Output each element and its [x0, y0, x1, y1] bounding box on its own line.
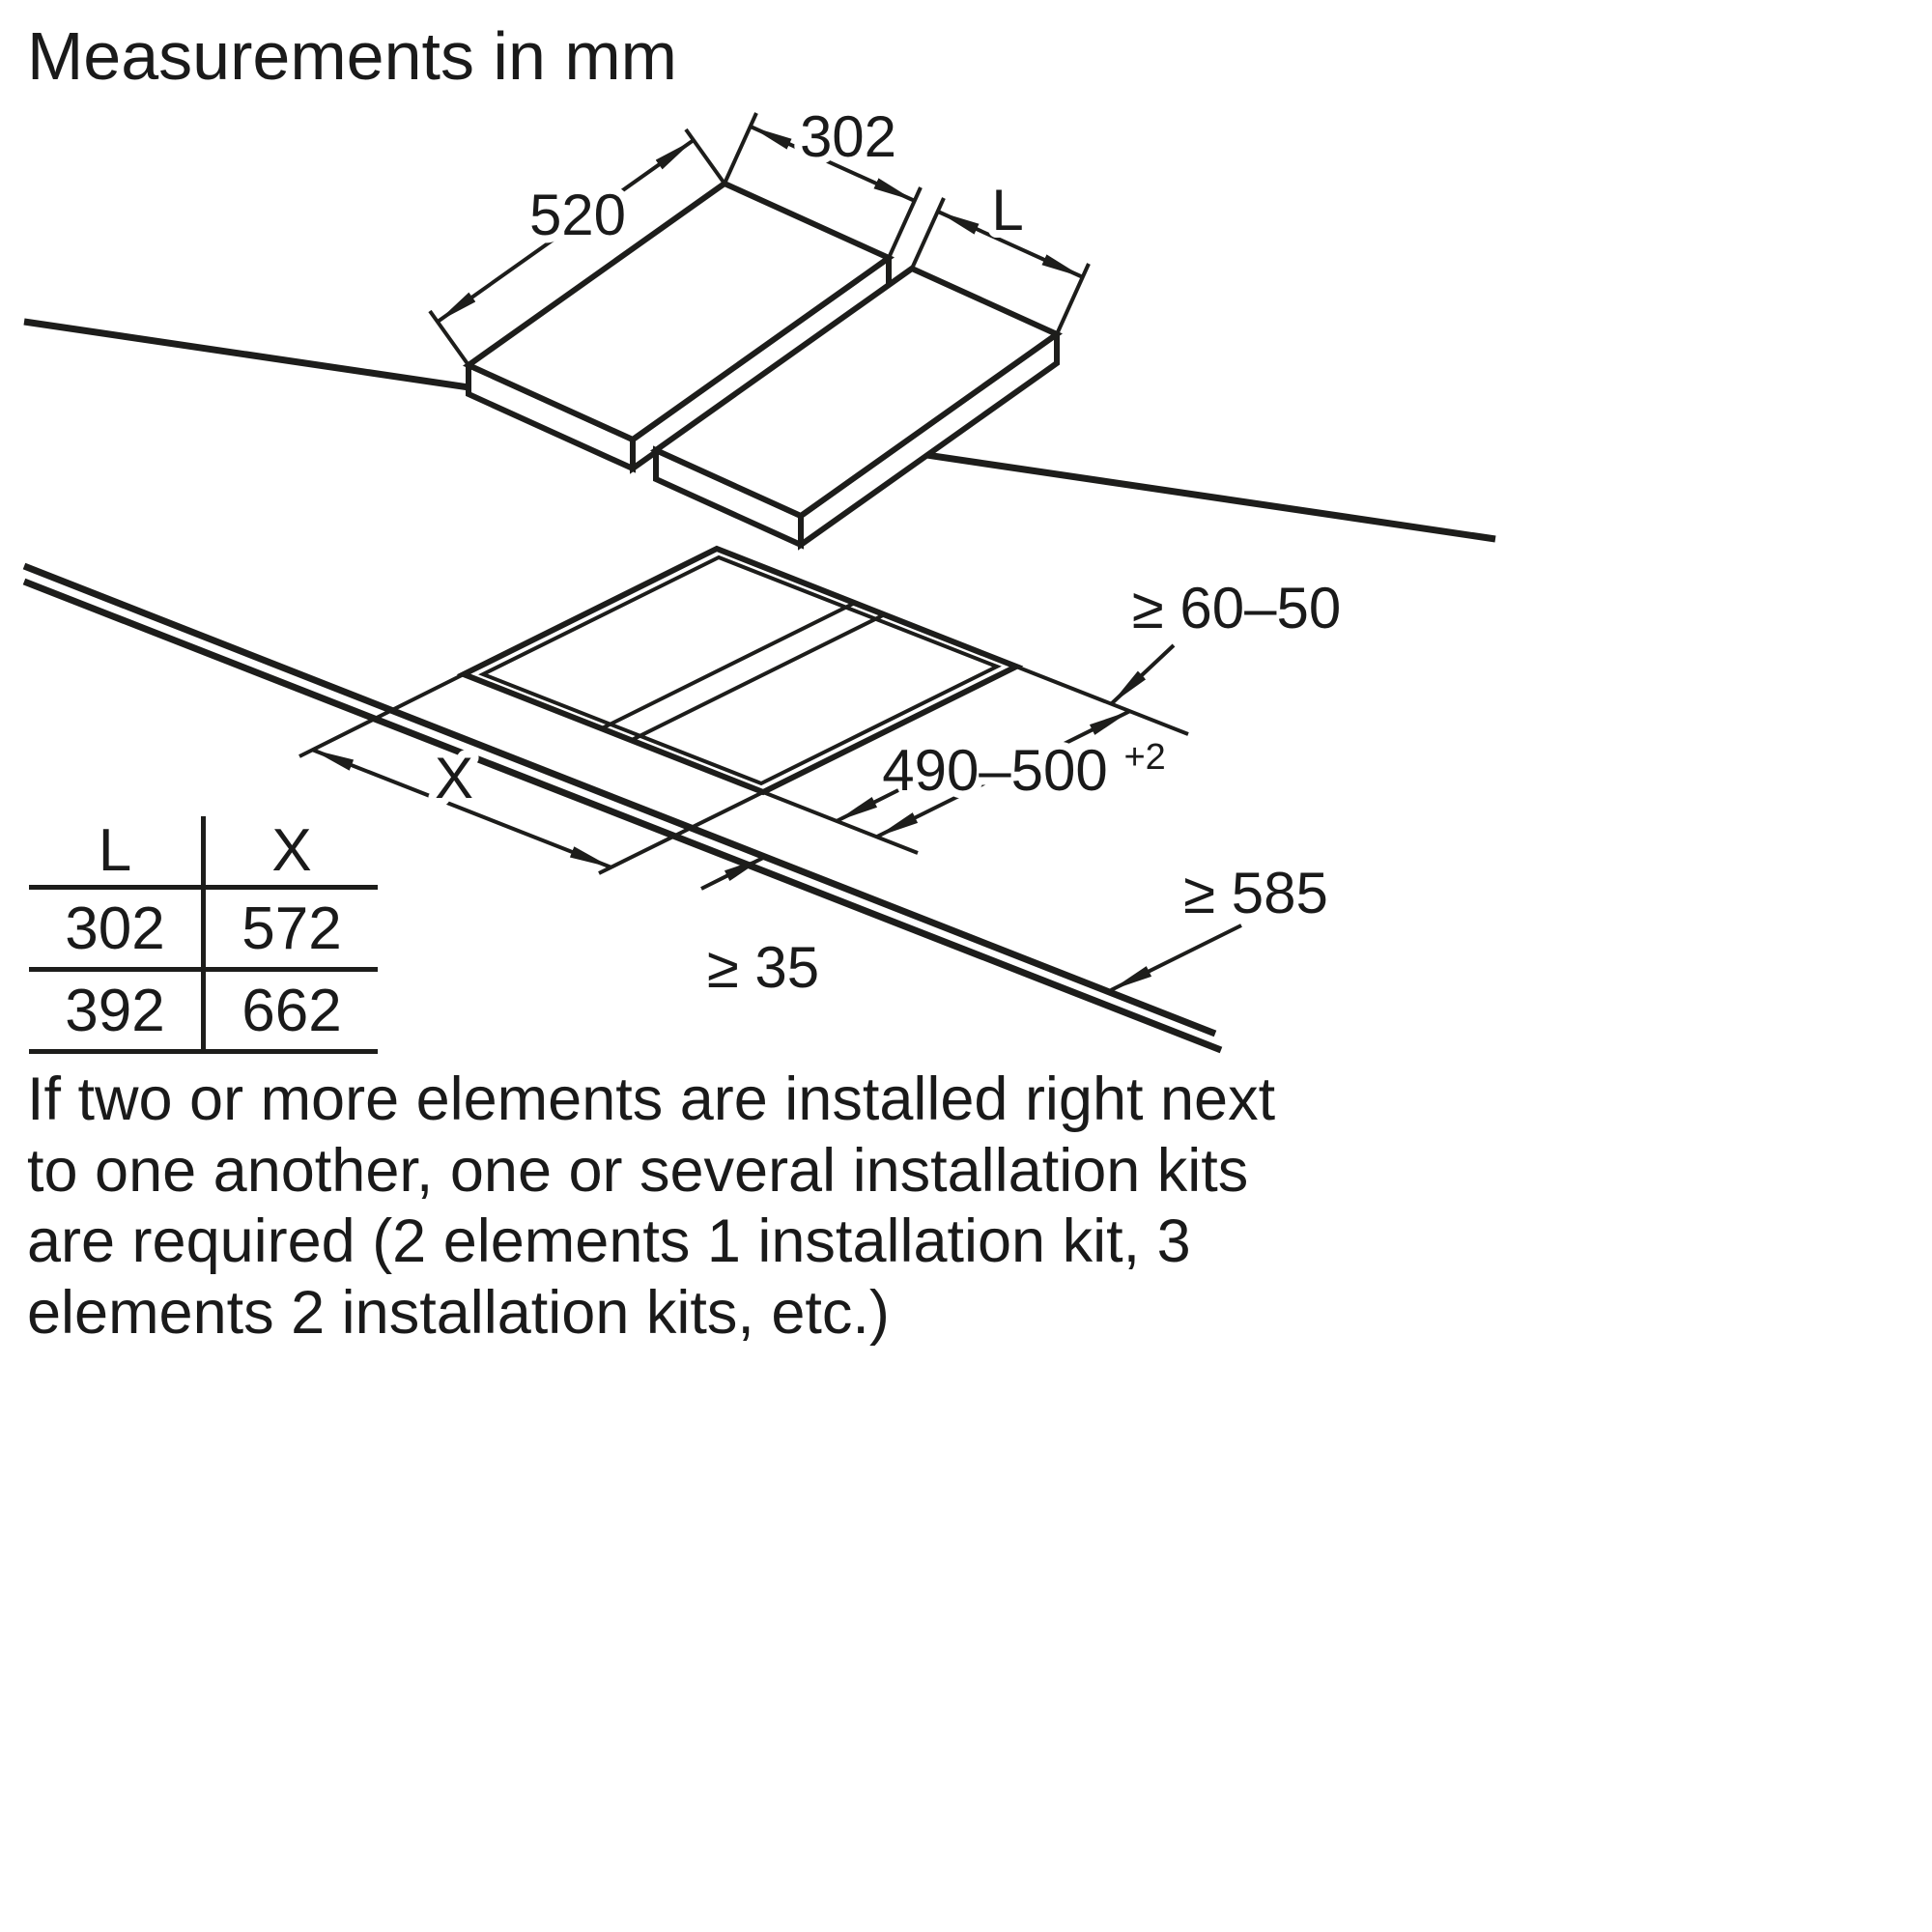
front-depth-label: ≥ 585 — [1183, 861, 1328, 925]
front-clearance-label: ≥ 35 — [707, 935, 819, 1000]
table-cell-l1: 302 — [29, 887, 206, 972]
countertop-cutout — [298, 545, 1189, 875]
table-row: 302 572 — [29, 887, 378, 972]
hob-width-dimension: 302 — [723, 97, 923, 259]
cutout-inner-rim — [478, 554, 1002, 786]
note-line: are required (2 elements 1 installation … — [27, 1208, 1191, 1276]
cutout-depth-label: 490–500 +2 — [882, 737, 1166, 803]
table-header-l: L — [29, 816, 206, 890]
page-title: Measurements in mm — [27, 18, 677, 94]
cutout-depth-dimension: 490–500 +2 — [874, 709, 1174, 838]
note-line: to one another, one or several installat… — [27, 1136, 1249, 1205]
cutout-width-dimension: X — [311, 738, 612, 869]
front-clearance-dimension: ≥ 35 — [700, 788, 899, 1000]
installation-note: If two or more elements are installed ri… — [27, 1065, 1275, 1350]
hob-length-label: L — [991, 178, 1023, 242]
countertop-front-edge — [22, 562, 1223, 1054]
cutout-divider-bar — [601, 601, 886, 742]
table-cell-l2: 392 — [29, 969, 206, 1054]
table-header-row: L X — [29, 816, 378, 890]
table-cell-x1: 572 — [203, 887, 378, 972]
hob-length-dimension: L — [910, 170, 1091, 335]
dimension-table: L X 302 572 392 662 — [29, 816, 378, 1054]
back-clearance-label: ≥ 60–50 — [1132, 576, 1341, 640]
table-header-x: X — [203, 816, 378, 890]
table-row: 392 662 — [29, 969, 378, 1054]
hob-width-label: 302 — [800, 104, 896, 169]
hob-depth-dimension: 520 — [428, 128, 726, 367]
cutout-width-label: X — [435, 746, 473, 810]
note-line: elements 2 installation kits, etc.) — [27, 1279, 890, 1348]
hob-isometric: 520 302 L — [428, 97, 1091, 551]
table-cell-x2: 662 — [203, 969, 378, 1054]
hob-depth-label: 520 — [529, 183, 626, 247]
hob-right-element — [650, 265, 1063, 551]
back-clearance-dimension: ≥ 60–50 — [1109, 576, 1341, 706]
front-depth-dimension: ≥ 585 — [1110, 861, 1328, 992]
note-line: If two or more elements are installed ri… — [27, 1065, 1276, 1133]
